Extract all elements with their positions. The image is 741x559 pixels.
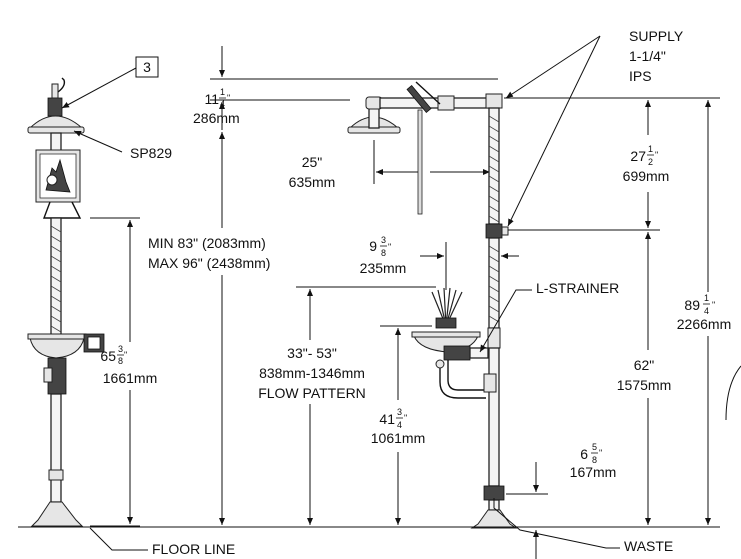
- l-strainer-label: L-STRAINER: [536, 280, 619, 296]
- svg-text:5: 5: [592, 442, 597, 452]
- svg-text:8: 8: [381, 248, 386, 258]
- svg-text:2: 2: [648, 157, 653, 167]
- svg-text:3: 3: [381, 235, 386, 245]
- flow-range-label: 33"- 53": [287, 345, 337, 361]
- svg-text:1: 1: [704, 293, 709, 303]
- svg-text:41: 41: [379, 411, 395, 427]
- svg-text:6: 6: [580, 446, 588, 462]
- svg-text:": ": [124, 350, 127, 360]
- svg-text:3: 3: [118, 344, 123, 354]
- svg-text:65: 65: [100, 348, 116, 364]
- supply-label-1: SUPPLY: [629, 28, 684, 44]
- svg-text:1: 1: [648, 144, 653, 154]
- bowl-height-dimension: 65 3 8 " 1661mm: [100, 344, 157, 386]
- floor-line-leader: [89, 527, 148, 551]
- corrugation-left: [50, 225, 62, 333]
- svg-text:": ": [655, 150, 658, 160]
- valve-height-mm: 1575mm: [617, 377, 671, 393]
- svg-text:167mm: 167mm: [570, 464, 617, 480]
- supply-leader-top: [505, 35, 601, 99]
- waste-offset-dimension: 6 5 8 " 167mm: [570, 442, 617, 480]
- supply-label-2: 1-1/4": [629, 48, 666, 64]
- reach-inch: 25": [302, 154, 323, 170]
- svg-text:89: 89: [684, 297, 700, 313]
- svg-text:4: 4: [704, 306, 709, 316]
- side-view-eyewash: [411, 287, 497, 399]
- svg-text:27: 27: [630, 148, 646, 164]
- sp829-label: SP829: [130, 145, 172, 161]
- supply-label-3: IPS: [629, 68, 652, 84]
- side-view-column: [470, 93, 518, 529]
- flow-pattern-label: FLOW PATTERN: [258, 385, 366, 401]
- side-view-shower: [347, 81, 489, 215]
- svg-text:": ": [404, 413, 407, 423]
- svg-text:1061mm: 1061mm: [371, 430, 425, 446]
- waste-label: WASTE: [624, 538, 673, 554]
- svg-text:9: 9: [369, 238, 377, 254]
- min-height-label: MIN 83" (2083mm): [148, 235, 266, 251]
- svg-text:4: 4: [220, 99, 225, 109]
- svg-text:": ": [227, 93, 230, 103]
- svg-text:": ": [388, 242, 391, 252]
- callout-box: [135, 56, 159, 78]
- callout-leader: [61, 67, 137, 109]
- supply-leader-bottom: [507, 35, 601, 227]
- waste-leader: [493, 498, 620, 549]
- max-height-label: MAX 96" (2438mm): [148, 255, 270, 271]
- partial-arc: [725, 365, 741, 421]
- floor-line-label: FLOOR LINE: [152, 541, 235, 557]
- svg-text:": ": [599, 448, 602, 458]
- eyewash-height-dimension: 41 3 4 " 1061mm: [371, 407, 425, 446]
- supply-drop-dimension: 27 1 2 " 699mm: [623, 144, 670, 184]
- svg-text:8: 8: [118, 356, 123, 366]
- top-offset-dimension: 11 1 4 " 286mm: [193, 87, 240, 126]
- svg-text:": ": [712, 300, 715, 310]
- svg-text:235mm: 235mm: [360, 260, 407, 276]
- eyewash-reach-dimension: 9 3 8 " 235mm: [360, 235, 407, 276]
- svg-text:286mm: 286mm: [193, 110, 240, 126]
- svg-text:1661mm: 1661mm: [103, 370, 157, 386]
- callout-number: 3: [143, 59, 151, 75]
- svg-text:699mm: 699mm: [623, 168, 670, 184]
- svg-text:11: 11: [204, 91, 219, 107]
- flow-range-mm-label: 838mm-1346mm: [259, 365, 365, 381]
- reach-mm: 635mm: [289, 174, 336, 190]
- front-view-unit: [27, 77, 105, 527]
- sp829-leader: [73, 130, 123, 153]
- valve-height-inch: 62": [634, 357, 655, 373]
- overall-height-dimension: 89 1 4 " 2266mm: [677, 293, 731, 332]
- l-strainer-leader: [479, 289, 532, 353]
- svg-text:8: 8: [592, 455, 597, 465]
- svg-text:3: 3: [397, 407, 402, 417]
- svg-text:1: 1: [220, 87, 225, 97]
- svg-text:2266mm: 2266mm: [677, 316, 731, 332]
- svg-text:4: 4: [397, 420, 402, 430]
